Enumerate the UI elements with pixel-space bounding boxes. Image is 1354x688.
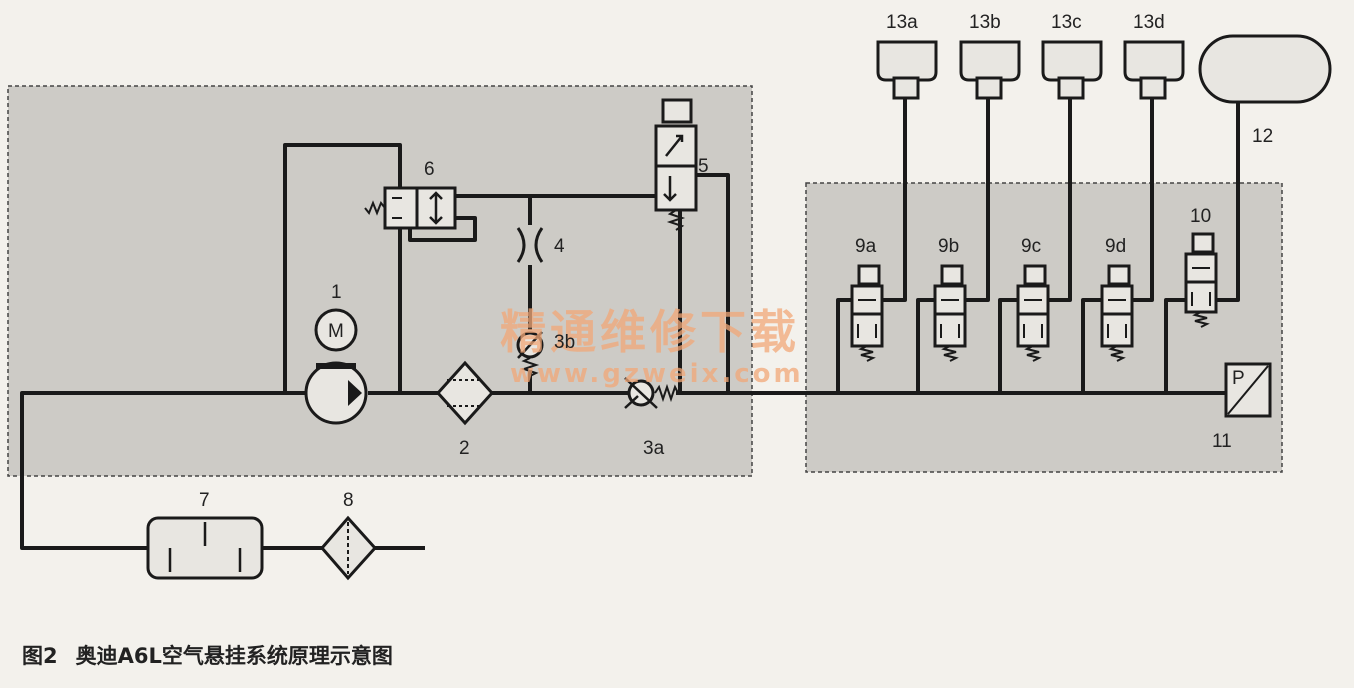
label-3a: 3a (643, 438, 665, 459)
pipes (20, 98, 1240, 550)
label-5: 5 (698, 156, 709, 177)
silencer-7 (146, 516, 264, 580)
reservoir-valve-10 (1184, 232, 1218, 328)
label-13b: 13b (969, 12, 1001, 33)
air-strut-13b (959, 40, 1021, 100)
label-9d: 9d (1105, 236, 1126, 257)
watermark-line1: 精通维修下载 (500, 305, 800, 359)
check-valve-3b (516, 331, 544, 377)
compressor-unit-block (7, 85, 753, 477)
air-reservoir-12 (1198, 34, 1332, 104)
label-4: 4 (554, 236, 565, 257)
label-11: 11 (1212, 431, 1232, 452)
label-13a: 13a (886, 12, 918, 33)
label-13c: 13c (1051, 12, 1082, 33)
figure-number: 图2 (22, 644, 58, 668)
valve-9d (1100, 264, 1134, 362)
motor-symbol: M (328, 321, 344, 342)
watermark-line2: www.gzweix.com (510, 359, 804, 389)
label-9b: 9b (938, 236, 959, 257)
label-13d: 13d (1133, 12, 1165, 33)
air-dryer-2 (435, 360, 495, 426)
air-strut-13a (876, 40, 938, 100)
air-strut-13c (1041, 40, 1103, 100)
solenoid-valve-5 (654, 98, 698, 231)
valve-9a (850, 264, 884, 362)
label-6: 6 (424, 159, 435, 180)
check-valve-3a (624, 377, 679, 409)
pressure-sensor-11 (1224, 362, 1272, 418)
label-9c: 9c (1021, 236, 1041, 257)
label-7: 7 (199, 490, 210, 511)
compressor-motor-1 (304, 308, 368, 425)
pressure-symbol: P (1232, 368, 1245, 389)
label-1: 1 (331, 282, 342, 303)
label-9a: 9a (855, 236, 877, 257)
label-8: 8 (343, 490, 354, 511)
throttle-4 (516, 227, 544, 263)
pneumatic-valve-6 (364, 186, 457, 230)
valve-9c (1016, 264, 1050, 362)
air-filter-8 (320, 515, 378, 581)
label-2: 2 (459, 438, 470, 459)
label-10: 10 (1190, 206, 1211, 227)
air-strut-13d (1123, 40, 1185, 100)
label-12: 12 (1252, 126, 1273, 147)
figure-title: 奥迪A6L空气悬挂系统原理示意图 (75, 644, 393, 668)
valve-9b (933, 264, 967, 362)
label-3b: 3b (554, 332, 575, 353)
figure-caption: 图2 奥迪A6L空气悬挂系统原理示意图 (22, 640, 393, 670)
